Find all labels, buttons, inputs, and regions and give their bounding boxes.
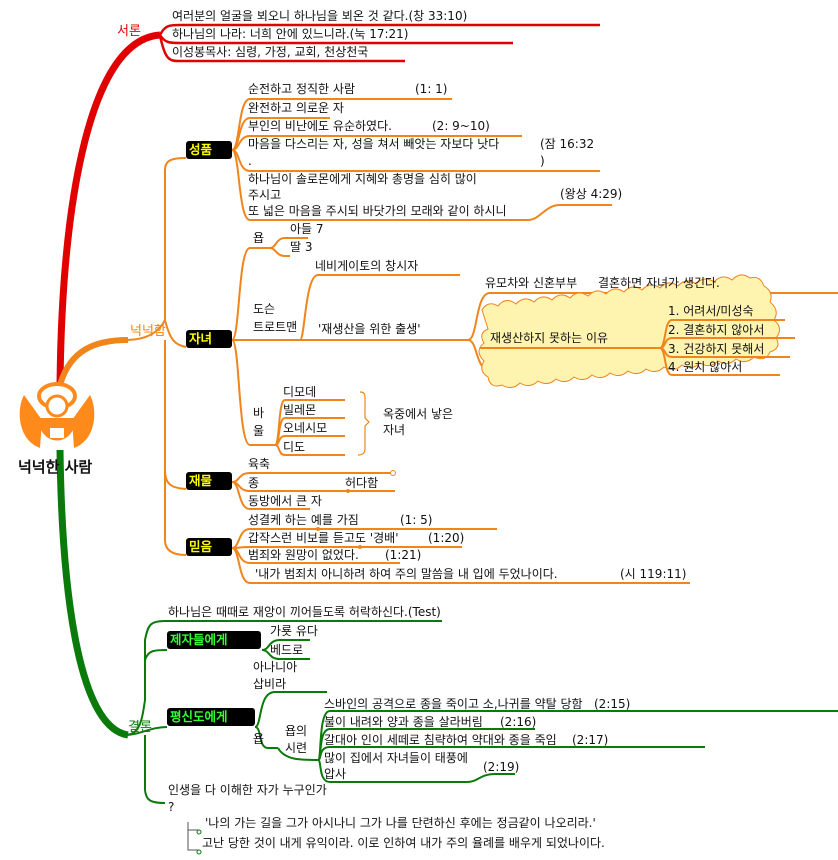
disciple-item[interactable]: 베드로 — [270, 643, 304, 657]
faith-item[interactable]: 성결케 하는 예를 가짐 — [248, 513, 359, 527]
trial-item[interactable]: 스바인의 공격으로 종을 죽이고 소,나귀를 약탈 당함 — [324, 697, 583, 711]
intro-branch — [56, 23, 600, 386]
wealth-note: 허다함 — [345, 476, 379, 490]
trial-item[interactable]: 갈대아 인이 세떼로 침략하여 약대와 종을 죽임 — [324, 733, 557, 747]
job-trial-node[interactable]: 욥의 — [285, 724, 308, 738]
dawson-node[interactable]: 도슨 — [253, 302, 276, 316]
body-branch — [57, 98, 838, 584]
job-child[interactable]: 딸 3 — [290, 240, 313, 254]
character-item[interactable]: 마음을 다스리는 자, 성을 쳐서 빼앗는 자보다 낫다 — [248, 137, 500, 151]
character-ref: (1: 1) — [415, 82, 448, 96]
faith-item[interactable]: '내가 범죄치 아니하려 하여 주의 말씀을 내 입에 두었나이다. — [255, 567, 558, 581]
trial-item[interactable]: 많이 집에서 자녀들이 태풍에 — [324, 751, 468, 765]
faith-topic[interactable]: 믿음 — [186, 538, 232, 556]
wealth-item[interactable]: 육축 — [248, 457, 271, 471]
job-trial-node-cont[interactable]: 시련 — [285, 741, 308, 755]
paul-node[interactable]: 바 — [253, 406, 265, 420]
central-topic[interactable]: 넉넉한 사람 — [18, 458, 93, 476]
wealth-topic[interactable]: 재물 — [186, 472, 232, 490]
body-topic[interactable]: 넉넉함 — [130, 324, 166, 339]
question-node-cont: ? — [168, 800, 175, 814]
ananias-node[interactable]: 아나니아 — [253, 660, 298, 674]
disciples-topic[interactable]: 제자들에게 — [167, 631, 261, 649]
trial-ref: (2:15) — [594, 697, 631, 711]
intro-item[interactable]: 이성봉목사: 심령, 가정, 교회, 천상천국 — [172, 45, 369, 59]
paul-child[interactable]: 디도 — [283, 440, 306, 454]
character-item[interactable]: 부인의 비난에도 유순하였다. — [248, 119, 392, 133]
reason-item[interactable]: 1. 어려서/미성숙 — [668, 304, 754, 318]
job-child[interactable]: 아들 7 — [290, 222, 324, 236]
character-item-cont: . — [248, 154, 252, 168]
reason-item[interactable]: 2. 결혼하지 않아서 — [668, 323, 765, 337]
character-item[interactable]: 순전하고 정직한 사람 — [248, 82, 355, 96]
dawson-node-cont[interactable]: 트로트맨 — [253, 320, 298, 334]
character-ref: (잠 16:32 — [540, 137, 595, 151]
faith-ref: (1:20) — [428, 531, 465, 545]
trial-ref: (2:17) — [572, 733, 609, 747]
paul-child[interactable]: 오네시모 — [283, 421, 328, 435]
sapphira-node[interactable]: 삽비라 — [253, 677, 287, 691]
paul-node-cont[interactable]: 울 — [253, 424, 265, 438]
character-item-cont: 또 넓은 마음을 주시되 바닷가의 모래와 같이 하시니 — [248, 204, 507, 218]
character-item[interactable]: 하나님이 솔로몬에게 지혜와 총명을 심히 많이 — [248, 172, 477, 186]
paul-child[interactable]: 디모데 — [283, 385, 317, 399]
dawson-founder[interactable]: 네비게이토의 창시자 — [315, 259, 419, 273]
trial-item-cont: 압사 — [324, 767, 347, 781]
wealth-item[interactable]: 동방에서 큰 자 — [248, 494, 322, 508]
paul-child[interactable]: 빌레몬 — [283, 403, 317, 417]
prison-children-label: 옥중에서 낳은 — [383, 407, 454, 421]
note-item[interactable]: 고난 당한 것이 내게 유익이라. 이로 인하여 내가 주의 율례를 배우게 되… — [202, 836, 605, 850]
job-node[interactable]: 욥 — [253, 231, 265, 245]
prison-children-label-cont: 자녀 — [383, 423, 406, 437]
trial-item[interactable]: 불이 내려와 양과 종을 살라버림 — [324, 715, 483, 729]
character-item-cont: 주시고 — [248, 188, 282, 202]
question-node[interactable]: 인생을 다 이해한 자가 누구인가 — [168, 783, 327, 797]
faith-item[interactable]: 범죄와 원망이 없었다. — [248, 548, 359, 562]
character-ref: (왕상 4:29) — [560, 187, 623, 201]
disciple-item[interactable]: 가룟 유다 — [270, 624, 318, 638]
character-topic[interactable]: 성품 — [186, 141, 232, 159]
dawson-birth[interactable]: '재생산을 위한 출생' — [318, 322, 421, 336]
reasons-cloud — [478, 274, 780, 389]
character-ref: (2: 9~10) — [432, 119, 490, 133]
faith-ref: (1: 5) — [400, 513, 433, 527]
character-ref-cont: ) — [540, 154, 545, 168]
reason-item[interactable]: 4. 원치 않아서 — [668, 360, 743, 374]
faith-ref: (시 119:11) — [620, 567, 687, 581]
faith-ref: (1:21) — [385, 548, 422, 562]
character-item[interactable]: 완전하고 의로운 자 — [248, 101, 344, 115]
laity-topic[interactable]: 평신도에게 — [167, 708, 255, 726]
reasons-node[interactable]: 재생산하지 못하는 이유 — [490, 331, 609, 345]
trial-ref: (2:16) — [500, 715, 537, 729]
stroller-note: 결혼하면 자녀가 생긴다. — [598, 276, 720, 290]
note-item[interactable]: '나의 가는 길을 그가 아시나니 그가 나를 단련하신 후에는 정금같이 나오… — [205, 816, 596, 830]
test-node[interactable]: 하나님은 때때로 재앙이 끼어들도록 허락하신다.(Test) — [168, 605, 441, 619]
intro-item[interactable]: 하나님의 나라: 너희 안에 있느니라.(눅 17:21) — [172, 27, 409, 41]
conclusion-topic[interactable]: 결론 — [128, 720, 152, 735]
intro-topic[interactable]: 서론 — [117, 24, 141, 39]
wealth-item[interactable]: 종 — [248, 476, 260, 490]
trial-ref: (2:19) — [483, 760, 520, 774]
faith-item[interactable]: 갑작스런 비보를 듣고도 '경배' — [248, 531, 399, 545]
intro-item[interactable]: 여러분의 얼굴을 뵈오니 하나님을 뵈온 것 같다.(창 33:10) — [172, 9, 468, 23]
children-topic[interactable]: 자녀 — [186, 330, 232, 348]
conclusion-branch — [56, 449, 838, 851]
stroller-node[interactable]: 유모차와 신혼부부 — [485, 276, 578, 290]
reason-item[interactable]: 3. 건강하지 못해서 — [668, 342, 765, 356]
angel-icon — [19, 382, 95, 448]
job-node[interactable]: 욥 — [253, 732, 265, 746]
